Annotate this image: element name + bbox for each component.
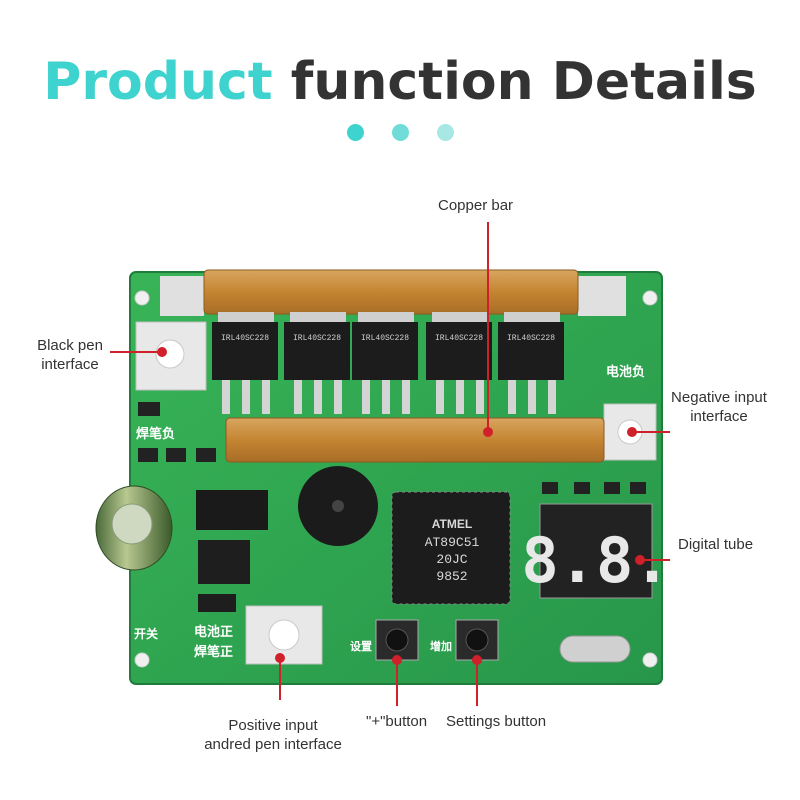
silk-switch: 开关	[134, 626, 158, 641]
mcu-model: AT89C51	[425, 535, 480, 550]
mosfet-1: IRL40SC228	[212, 312, 278, 414]
label-negative-input-line2: interface	[690, 408, 748, 425]
mount-hole	[134, 290, 150, 306]
mosfet-label: IRL40SC228	[435, 334, 483, 343]
dot-1	[346, 124, 364, 141]
label-digital-tube: Digital tube	[678, 536, 754, 553]
regulator	[198, 540, 250, 584]
label-copper-bar: Copper bar	[438, 197, 514, 214]
mount-hole	[642, 652, 658, 668]
mosfet-row: IRL40SC228 IRL40SC228 IRL40SC228 IRL40SC228…	[212, 312, 564, 414]
copper-bar-bottom	[225, 417, 605, 463]
decorative-dots	[0, 124, 800, 146]
top-tin-pad	[578, 276, 626, 316]
page-title: Product function Details	[0, 50, 800, 114]
mosfet-label: IRL40SC228	[507, 334, 555, 343]
mcu-line2: 20JC	[436, 552, 467, 567]
mosfet-label: IRL40SC228	[361, 334, 409, 343]
mosfet-4: IRL40SC228	[426, 312, 492, 414]
mount-hole	[134, 652, 150, 668]
label-positive-input-line1: Positive input	[228, 717, 318, 734]
mcu-line3: 9852	[436, 569, 467, 584]
label-settings-button: Settings button	[446, 713, 547, 730]
mosfet-2: IRL40SC228	[284, 312, 350, 414]
label-negative-input: Negative input interface	[664, 388, 774, 426]
mcu-chip	[391, 491, 511, 605]
optocoupler	[196, 490, 268, 530]
silk-setting: 设置	[350, 639, 372, 653]
mosfet-5: IRL40SC228	[498, 312, 564, 414]
label-plus-button: "+"button	[366, 713, 428, 730]
top-tin-pad	[160, 276, 204, 316]
label-black-pen-line1: Black pen	[37, 337, 103, 354]
dot-2	[391, 124, 409, 141]
silk-increase: 增加	[430, 639, 452, 653]
mcu-brand: ATMEL	[432, 517, 472, 531]
mosfet-label: IRL40SC228	[293, 334, 341, 343]
title-rest: function Details	[272, 52, 757, 112]
label-black-pen-line2: interface	[41, 356, 99, 373]
label-positive-input-line2: andred pen interface	[204, 736, 342, 753]
silk-pen-negative: 焊笔负	[136, 426, 175, 442]
silk-pen-positive: 焊笔正	[194, 644, 233, 660]
crystal	[559, 635, 631, 663]
label-positive-input: Positive input andred pen interface	[190, 716, 356, 754]
mosfet-label: IRL40SC228	[221, 334, 269, 343]
label-negative-input-line1: Negative input	[671, 389, 767, 406]
mosfet-3: IRL40SC228	[352, 312, 418, 414]
silk-battery-negative: 电池负	[606, 364, 645, 380]
dot-3	[436, 124, 454, 141]
digital-tube	[539, 503, 653, 599]
mount-hole	[642, 290, 658, 306]
label-black-pen: Black pen interface	[30, 336, 110, 374]
copper-bar-top	[203, 269, 579, 315]
title-accent-word: Product	[43, 52, 273, 112]
silk-battery-positive: 电池正	[194, 624, 233, 640]
